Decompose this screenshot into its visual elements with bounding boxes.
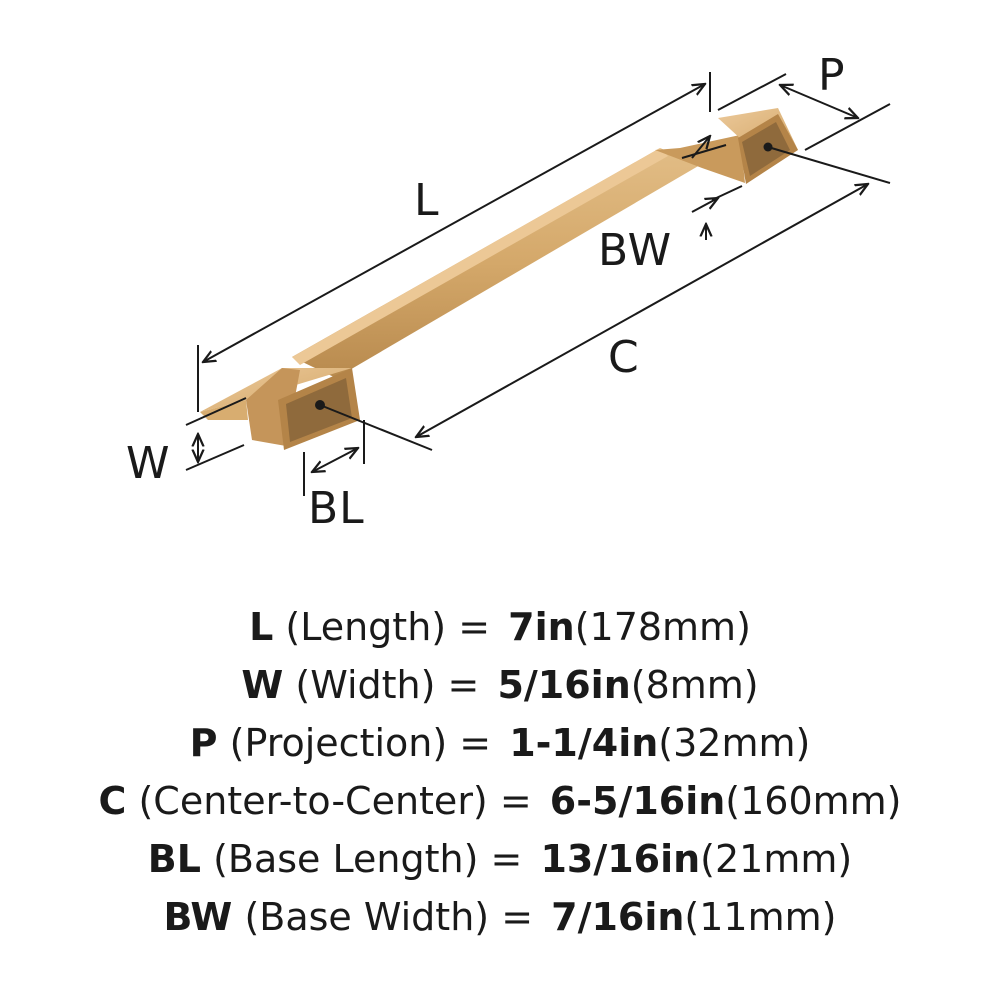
spec-equals: =	[501, 895, 534, 939]
P-extension-top	[717, 73, 787, 111]
P-dimension-arrow	[780, 85, 858, 118]
label-L: L	[414, 175, 440, 226]
spec-metric: (11mm)	[684, 895, 837, 939]
spec-equals: =	[459, 721, 492, 765]
spec-equals: =	[499, 779, 532, 823]
spec-metric: (8mm)	[630, 663, 759, 707]
BL-dimension-arrow	[312, 448, 358, 472]
spec-name: (Projection)	[229, 721, 448, 765]
label-P: P	[818, 50, 846, 101]
C-extension-right	[767, 146, 891, 184]
handle-dimension-diagram: L P BW C W BL	[126, 50, 891, 534]
cabinet-pull-handle	[200, 108, 798, 450]
P-extension-bottom	[804, 103, 891, 151]
spec-imperial: 7/16in	[551, 895, 685, 939]
spec-metric: (32mm)	[658, 721, 811, 765]
spec-name: (Base Width)	[244, 895, 490, 939]
L-dimension-arrow	[203, 84, 705, 362]
spec-letter: C	[98, 779, 127, 823]
spec-metric: (160mm)	[725, 779, 902, 823]
dimension-lines	[185, 72, 891, 496]
spec-letter: P	[189, 721, 218, 765]
spec-name: (Width)	[295, 663, 436, 707]
spec-row-width: W (Width) = 5/16in(8mm)	[0, 656, 1000, 714]
spec-name: (Length)	[285, 605, 447, 649]
label-C: C	[608, 332, 640, 383]
C-extension-left	[319, 404, 433, 451]
left-base-side	[200, 400, 248, 420]
label-BW: BW	[598, 225, 672, 276]
spec-equals: =	[458, 605, 491, 649]
spec-letter: L	[249, 605, 274, 649]
spec-letter: W	[241, 663, 284, 707]
spec-imperial: 5/16in	[497, 663, 631, 707]
spec-name: (Center-to-Center)	[138, 779, 488, 823]
dimension-spec-list: L (Length) = 7in(178mm) W (Width) = 5/16…	[0, 598, 1000, 946]
spec-row-base-width: BW (Base Width) = 7/16in(11mm)	[0, 888, 1000, 946]
W-extension-top	[185, 397, 247, 426]
spec-name: (Base Length)	[213, 837, 479, 881]
spec-row-projection: P (Projection) = 1-1/4in(32mm)	[0, 714, 1000, 772]
spec-letter: BW	[163, 895, 233, 939]
spec-equals: =	[490, 837, 523, 881]
spec-row-length: L (Length) = 7in(178mm)	[0, 598, 1000, 656]
spec-equals: =	[447, 663, 480, 707]
BW-extension-bottom	[711, 185, 743, 201]
BW-extension-top	[681, 144, 727, 159]
spec-imperial: 13/16in	[540, 837, 701, 881]
spec-metric: (178mm)	[574, 605, 751, 649]
spec-row-center-to-center: C (Center-to-Center) = 6-5/16in(160mm)	[0, 772, 1000, 830]
label-W: W	[126, 438, 171, 489]
spec-imperial: 7in	[508, 605, 575, 649]
spec-imperial: 6-5/16in	[549, 779, 726, 823]
spec-row-base-length: BL (Base Length) = 13/16in(21mm)	[0, 830, 1000, 888]
W-extension-bottom	[185, 444, 245, 471]
spec-letter: BL	[147, 837, 201, 881]
BW-arrow-bottom	[691, 198, 718, 213]
label-BL: BL	[308, 483, 365, 534]
spec-imperial: 1-1/4in	[509, 721, 659, 765]
left-base-recess	[286, 378, 352, 442]
spec-metric: (21mm)	[700, 837, 853, 881]
C-dimension-arrow	[416, 184, 868, 437]
